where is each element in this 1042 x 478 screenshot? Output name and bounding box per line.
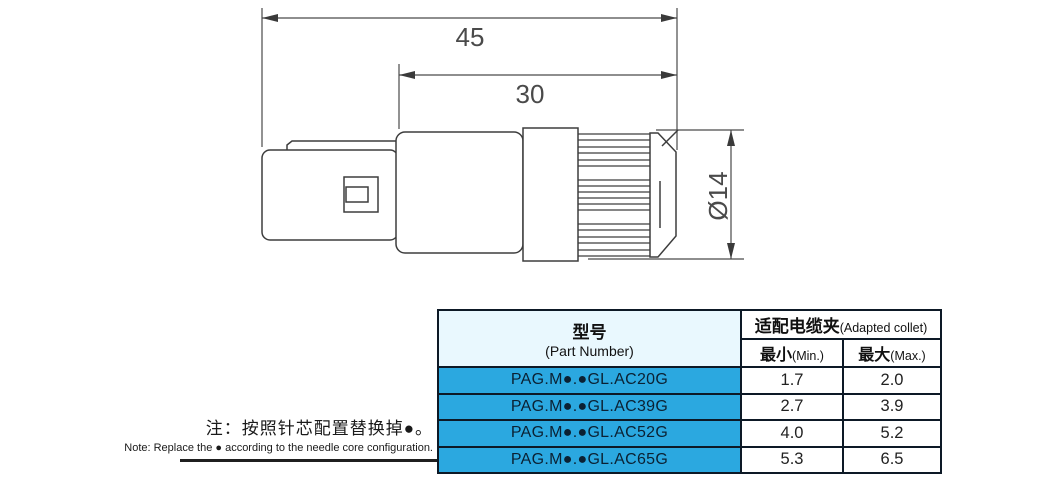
collar-band — [522, 127, 579, 262]
max-value-cell: 6.5 — [842, 445, 942, 474]
dimension-label-front: 30 — [516, 79, 545, 109]
max-header-zh: 最大 — [858, 347, 891, 364]
dimension-lines — [261, 8, 744, 260]
max-value-cell: 2.0 — [842, 366, 942, 395]
part-number-cell: PAG.M●.●GL.AC39G — [437, 392, 742, 421]
part-number-header: 型号 (Part Number) — [437, 309, 742, 368]
min-value-cell: 5.3 — [740, 445, 844, 474]
min-header: 最小(Min.) — [740, 338, 844, 368]
min-header-en: (Min.) — [792, 349, 824, 363]
part-number-header-zh: 型号 — [572, 323, 607, 342]
part-number-cell: PAG.M●.●GL.AC20G — [437, 366, 742, 395]
connector-body — [261, 127, 579, 262]
nose-cap — [649, 129, 679, 258]
part-number-cell: PAG.M●.●GL.AC65G — [437, 445, 742, 474]
spec-table: 型号 (Part Number) 适配电缆夹(Adapted collet) 最… — [437, 309, 942, 474]
min-value-cell: 4.0 — [740, 419, 844, 448]
dimension-label-overall: 45 — [456, 22, 485, 52]
note-block: 注：按照针芯配置替换掉●。 Note: Replace the ● accord… — [0, 417, 433, 455]
min-value-cell: 2.7 — [740, 392, 844, 421]
adapted-collet-header-en: (Adapted collet) — [839, 321, 928, 335]
max-header: 最大(Max.) — [842, 338, 942, 368]
note-underline — [180, 459, 438, 462]
adapted-collet-header-zh: 适配电缆夹 — [754, 317, 840, 336]
knurl-grooves — [578, 133, 655, 257]
max-value-cell: 5.2 — [842, 419, 942, 448]
mid-shell — [395, 131, 524, 254]
note-text-zh: 注：按照针芯配置替换掉●。 — [205, 419, 433, 438]
connector-drawing: 45 30 Ø14 — [261, 8, 744, 262]
keying-slot — [345, 186, 369, 203]
min-header-zh: 最小 — [760, 347, 793, 364]
part-number-header-en: (Part Number) — [545, 343, 634, 359]
min-value-cell: 1.7 — [740, 366, 844, 395]
max-header-en: (Max.) — [890, 349, 926, 363]
dimension-label-diameter: Ø14 — [703, 171, 733, 220]
max-value-cell: 3.9 — [842, 392, 942, 421]
adapted-collet-header: 适配电缆夹(Adapted collet) — [740, 309, 942, 340]
part-number-cell: PAG.M●.●GL.AC52G — [437, 419, 742, 448]
dimension-arrowheads — [262, 14, 735, 259]
note-text-en: Note: Replace the ● according to the nee… — [124, 441, 433, 454]
keying-window — [343, 176, 379, 213]
